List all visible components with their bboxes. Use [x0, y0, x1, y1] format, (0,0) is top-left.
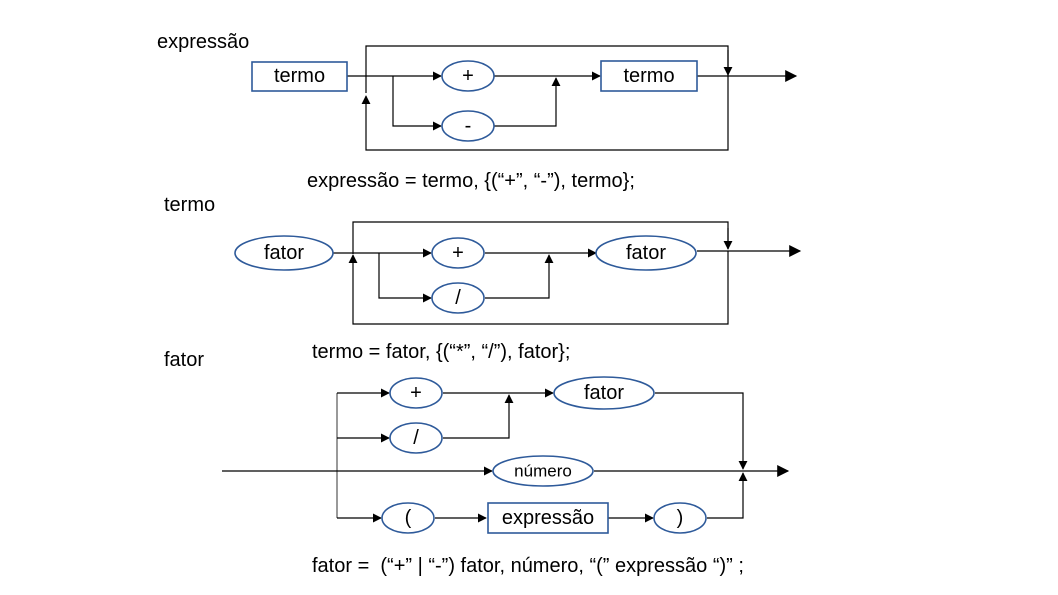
node-expressao	[487, 502, 609, 534]
loop-back-line	[361, 75, 729, 151]
line-slash-merge	[485, 254, 554, 299]
line-close-merge	[707, 472, 748, 519]
node-numero-label: número	[514, 462, 572, 481]
node-minus	[441, 110, 495, 142]
node-termo-in-label: termo	[274, 65, 325, 87]
line-to-minus	[392, 76, 442, 131]
section-fator: fator + / fator número ( expressão )	[164, 349, 790, 577]
node-termo-in	[251, 61, 348, 92]
node-close-paren-label: )	[677, 507, 684, 529]
section-termo: termo fator + / fator termo = fator, {(“…	[164, 194, 802, 363]
line-fator-merge	[655, 392, 748, 470]
node-fator-in-label: fator	[264, 242, 304, 264]
line-to-slash	[378, 253, 432, 303]
node-slash-label: /	[455, 287, 461, 309]
rule-fator: fator = (“+” | “-”) fator, número, “(” e…	[312, 555, 744, 577]
node-expressao-label: expressão	[502, 507, 594, 529]
node-plus	[431, 237, 485, 269]
node-numero	[492, 455, 594, 487]
node-slash-label: /	[413, 427, 419, 449]
rule-termo: termo = fator, {(“*”, “/”), fator};	[312, 341, 570, 363]
node-fator-in	[234, 235, 334, 271]
section-title-expressao: expressão	[157, 31, 249, 53]
node-slash	[431, 282, 485, 314]
node-slash	[389, 422, 443, 454]
section-title-fator: fator	[164, 349, 204, 371]
section-expressao: expressão termo + - termo expressão = te…	[157, 31, 798, 192]
node-close-paren	[653, 502, 707, 534]
node-termo-out-label: termo	[623, 65, 674, 87]
node-open-paren-label: (	[405, 507, 412, 529]
node-fator	[553, 376, 655, 410]
node-plus-label: +	[452, 242, 464, 264]
node-fator-out	[595, 235, 697, 271]
node-open-paren	[381, 502, 435, 534]
loop-back-line	[348, 251, 729, 325]
line-slash-merge	[443, 394, 514, 439]
section-title-termo: termo	[164, 194, 215, 216]
node-plus	[389, 377, 443, 409]
node-plus-label: +	[410, 382, 422, 404]
node-minus-label: -	[465, 115, 472, 137]
rule-expressao: expressão = termo, {(“+”, “-”), termo};	[307, 170, 635, 192]
node-plus	[441, 60, 495, 92]
node-fator-out-label: fator	[626, 242, 666, 264]
node-plus-label: +	[462, 65, 474, 87]
line-minus-merge	[494, 77, 561, 127]
node-termo-out	[600, 60, 698, 92]
node-fator-label: fator	[584, 382, 624, 404]
